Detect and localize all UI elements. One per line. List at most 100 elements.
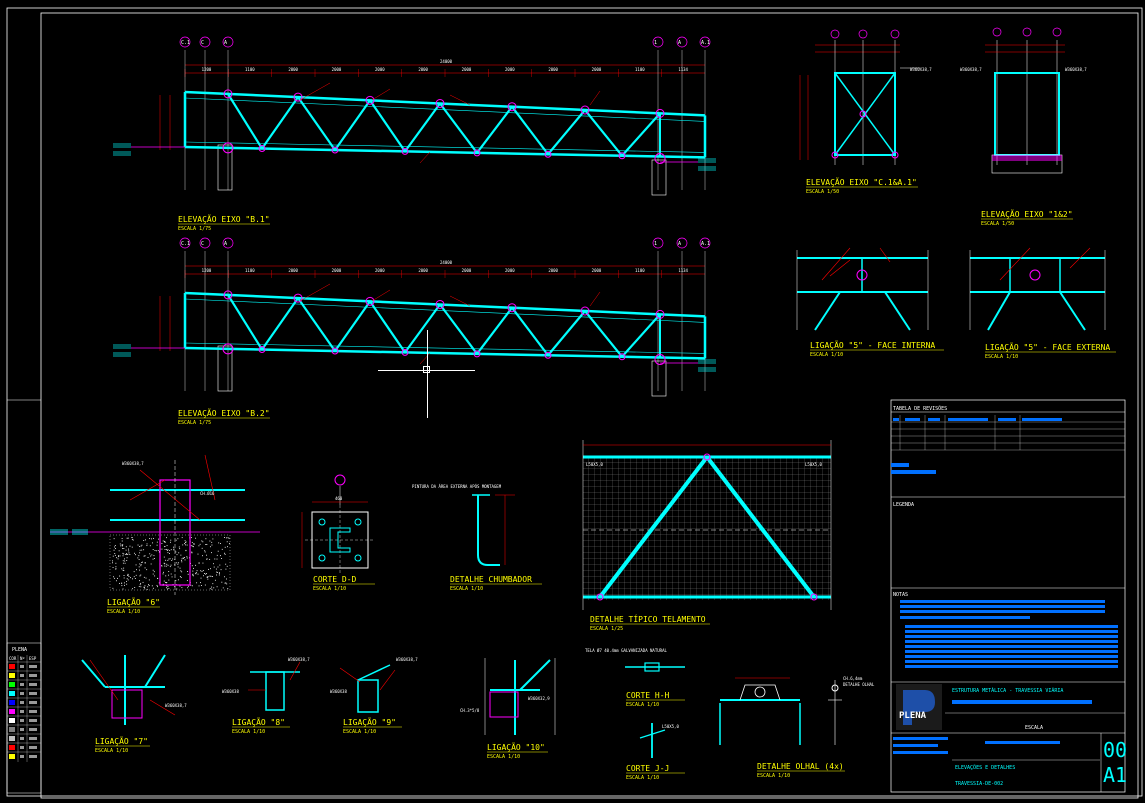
ligacao-10-view[interactable]: W360X32,9 CH.3*5/8 [460,658,556,735]
corte-hh-scale: ESCALA 1/10 [626,702,659,708]
lig6-scale: ESCALA 1/10 [107,609,140,615]
panel-dim: 2000 [592,67,602,72]
svg-text:L50X5,0: L50X5,0 [586,462,603,467]
total-length-dim: 24000 [440,59,453,64]
lig7-title: LIGAÇÃO "7" [95,736,148,746]
detalhe-telamento-view[interactable]: L50X5,0 L50X5,0 [582,440,832,610]
panel-dim: 1100 [635,268,645,273]
outer-border [6,7,1143,797]
corte-jj-scale: ESCALA 1/10 [626,775,659,781]
lig9-title: LIGAÇÃO "9" [343,717,396,727]
pen-col-cor: COR [9,656,17,661]
telamento-note: TELA Ø7 40.4mm GALVANIZADA NATURAL [585,648,667,653]
lig5-ext-scale: ESCALA 1/10 [985,354,1018,360]
elev-12-title: ELEVAÇÃO EIXO "1&2" [981,209,1073,219]
elevation-12-view[interactable]: W360X38,7 W360X38,7 [960,27,1087,174]
ligacao-5-interna-view[interactable] [796,247,929,331]
svg-text:L50X5,0: L50X5,0 [662,724,679,729]
panel-dim: 2000 [505,268,515,273]
det-olhal-title: DETALHE OLHAL (4x) [757,762,844,771]
lig5-int-scale: ESCALA 1/10 [810,352,843,358]
plena-logo-mark [903,690,935,725]
lig8-scale: ESCALA 1/10 [232,729,265,735]
elevation-b1-truss[interactable]: 24000 1200 1100 2000 2000 2000 2000 2000 2000 200… [113,36,716,196]
drawing-code: TRAVESSIA-DE-002 [955,781,1003,787]
svg-text:W360X38,7: W360X38,7 [165,703,187,708]
axis-bubble-label: A.1 [701,40,710,46]
panel-dim: 2000 [375,67,385,72]
panel-dim: 2000 [332,67,342,72]
axis-bubble-label: 1 [654,40,657,46]
revisions-table [891,415,1125,451]
status-text: ESCALA [1025,725,1043,731]
ligacao-9-view[interactable]: W360X38,7 W360X38 [330,657,418,713]
lig9-scale: ESCALA 1/10 [343,729,376,735]
corte-hh-view[interactable]: TELA Ø7 40.4mm GALVANIZADA NATURAL [585,648,685,672]
panel-dim: 1100 [635,67,645,72]
corte-jj-view[interactable]: L50X5,0 [639,723,679,758]
panel-dim: 2000 [548,268,558,273]
title-block[interactable]: TABELA DE REVISÕES LEGENDA NOTAS PLENA E… [890,399,1127,793]
axis-bubble-label: C [201,40,204,46]
lig8-title: LIGAÇÃO "8" [232,717,285,727]
ligacao-6-view[interactable]: W360X38,7 CH.Ø16 [50,454,260,595]
axis-bubble-label: 1 [654,241,657,247]
svg-text:W360X38,7: W360X38,7 [1065,67,1087,72]
ligacao-8-view[interactable]: W360X38,7 W360X38 [222,657,310,711]
company-name: PLENA [899,711,927,721]
axis-bubble-label: C.1 [181,241,190,247]
cursor-pickbox [423,366,430,373]
concrete-hatch [112,537,230,590]
panel-dim: 1100 [245,67,255,72]
panel-dim: 2000 [288,67,298,72]
panel-dim: 2000 [418,268,428,273]
cursor-crosshair-vertical [427,330,428,418]
panel-dim: 2000 [375,268,385,273]
pen-table-header: PLENA [12,647,27,653]
axis-bubble-label: C [201,241,204,247]
ligacao-5-externa-view[interactable] [969,247,1106,331]
elev-12-scale: ESCALA 1/50 [981,221,1014,227]
detalhe-chumbador-view[interactable]: PINTURA DA ÁREA EXTERNA APÓS MONTAGEM [412,484,515,566]
sheet-size: A1 [1103,763,1127,787]
corte-hh-title: CORTE H-H [626,691,670,700]
ligacao-7-view[interactable]: W360X38,7 [81,654,187,725]
inner-border [40,12,1139,799]
corte-dd-dim: 460 [335,496,343,501]
panel-dim: 1200 [202,67,212,72]
lig5-ext-title: LIGAÇÃO "5" - FACE EXTERNA [985,342,1110,352]
elev-b2-scale: ESCALA 1/75 [178,420,211,426]
elevation-c1a1-view[interactable]: W360X38,7 [799,29,932,165]
svg-text:W360X38,7: W360X38,7 [288,657,310,662]
axis-bubble-label: A [678,241,681,247]
svg-text:W360X32,9: W360X32,9 [528,696,550,701]
elev-b1-title: ELEVAÇÃO EIXO "B.1" [178,214,270,224]
panel-dim: 2000 [505,67,515,72]
detalhe-olhal-view[interactable]: CH.6,4mm DETALHE OLHAL [719,676,875,745]
panel-dim: 2000 [462,67,472,72]
pen-col-n: Nº [20,656,25,661]
panel-dim: 2000 [548,67,558,72]
panel-dim: 1100 [245,268,255,273]
svg-text:W360X38,7: W360X38,7 [122,461,144,466]
corte-dd-view[interactable]: 460 [301,474,375,575]
svg-text:W360X38: W360X38 [330,689,347,694]
panel-dim: 2000 [288,268,298,273]
lig10-title: LIGAÇÃO "10" [487,742,545,752]
lig10-scale: ESCALA 1/10 [487,754,520,760]
det-tela-title: DETALHE TÍPICO TELAMENTO [590,613,706,624]
drawing-title: ELEVAÇÕES E DETALHES [955,764,1015,771]
svg-text:W360X38,7: W360X38,7 [960,67,982,72]
svg-text:W360X38,7: W360X38,7 [396,657,418,662]
corte-dd-scale: ESCALA 1/10 [313,586,346,592]
elev-c1a1-scale: ESCALA 1/50 [806,189,839,195]
panel-dim: 2000 [332,268,342,273]
corte-jj-title: CORTE J-J [626,764,669,773]
svg-text:L50X5,0: L50X5,0 [805,462,822,467]
revision-number: 00 [1103,738,1127,762]
panel-dim: 2000 [418,67,428,72]
lig7-scale: ESCALA 1/10 [95,748,128,754]
lig5-int-title: LIGAÇÃO "5" - FACE INTERNA [810,340,935,350]
